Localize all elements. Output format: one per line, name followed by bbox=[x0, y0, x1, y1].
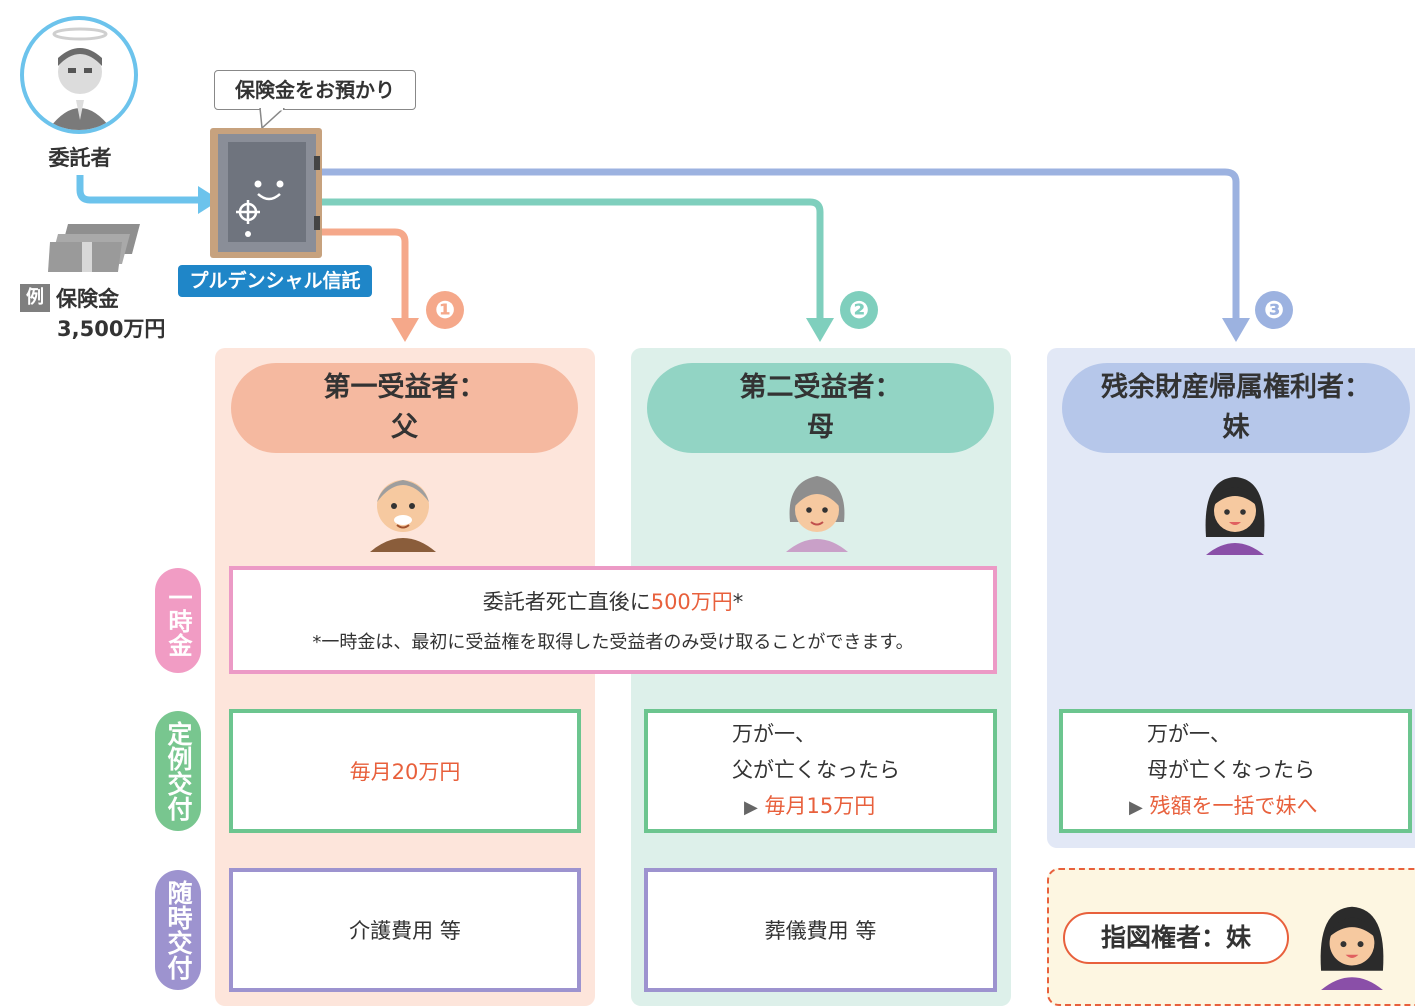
beneficiary-2-title: 第二受益者： 母 bbox=[647, 363, 994, 453]
banknotes-icon bbox=[48, 224, 140, 272]
step-1-badge: ❶ bbox=[426, 291, 464, 329]
angel-settlor-icon bbox=[48, 27, 112, 130]
example-label: 保険金 bbox=[56, 287, 119, 311]
step-2-badge: ❷ bbox=[840, 291, 878, 329]
arrow-icon: ▶ bbox=[744, 797, 758, 818]
arrow-icon: ▶ bbox=[1129, 797, 1143, 818]
example-badge: 例 bbox=[20, 284, 50, 312]
occasional-box-1: 介護費用 等 bbox=[229, 868, 581, 992]
safe-icon bbox=[210, 128, 322, 258]
speech-bubble: 保険金をお預かり bbox=[214, 70, 416, 110]
settlor-label: 委託者 bbox=[48, 146, 112, 170]
lump-sum-label: 一時金 bbox=[155, 568, 201, 673]
trust-company-label: プルデンシャル信託 bbox=[178, 265, 372, 297]
regular-box-2: 万が一、 父が亡くなったら ▶ 毎月15万円 bbox=[644, 709, 997, 833]
regular-box-1: 毎月20万円 bbox=[229, 709, 581, 833]
sister-icon bbox=[1205, 477, 1265, 555]
regular-payment-label: 定例交付 bbox=[155, 711, 201, 831]
father-icon bbox=[370, 480, 436, 552]
designee-label: 指図権者：妹 bbox=[1063, 912, 1289, 964]
sister-icon bbox=[1320, 906, 1384, 990]
mother-icon bbox=[786, 476, 848, 552]
beneficiary-3-title: 残余財産帰属権利者： 妹 bbox=[1062, 363, 1410, 453]
beneficiary-1-title: 第一受益者： 父 bbox=[231, 363, 578, 453]
example-amount: 3,500万円 bbox=[57, 317, 166, 341]
settlor-avatar bbox=[20, 16, 138, 134]
regular-box-3: 万が一、 母が亡くなったら ▶ 残額を一括で妹へ bbox=[1059, 709, 1412, 833]
speech-tail bbox=[259, 108, 286, 130]
lump-sum-box: 委託者死亡直後に500万円* *一時金は、最初に受益権を取得した受益者のみ受け取… bbox=[229, 566, 997, 674]
occasional-box-2: 葬儀費用 等 bbox=[644, 868, 997, 992]
lump-sum-note: *一時金は、最初に受益権を取得した受益者のみ受け取ることができます。 bbox=[312, 632, 914, 653]
step-3-badge: ❸ bbox=[1255, 291, 1293, 329]
lump-sum-main: 委託者死亡直後に500万円* bbox=[482, 590, 744, 614]
occasional-payment-label: 随時交付 bbox=[155, 870, 201, 990]
